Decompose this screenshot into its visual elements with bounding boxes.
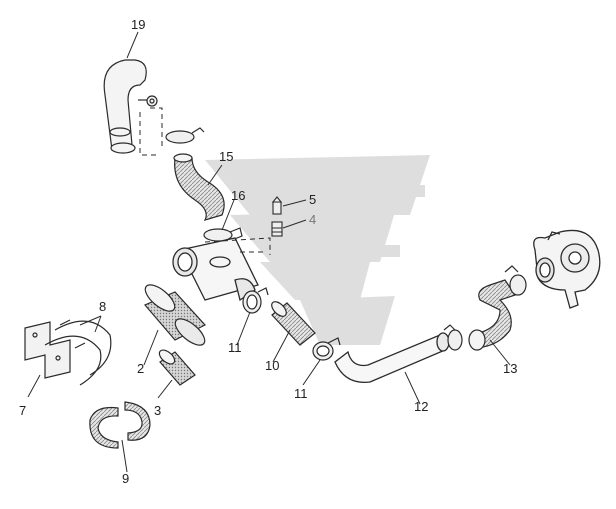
part-2-filter-element (144, 284, 206, 346)
callout-11-right: 11 (294, 386, 308, 401)
part-9-gaskets (89, 401, 151, 449)
callout-8: 8 (99, 299, 107, 314)
stylized-flag-logo-icon (205, 155, 430, 345)
hose-clamp-13-left (443, 324, 463, 351)
callout-10: 10 (265, 358, 280, 373)
part-8-strap-clamps (44, 319, 112, 386)
part-16-clamp (203, 227, 243, 242)
filter-housing (172, 237, 259, 302)
part-13-hose (468, 279, 516, 351)
hose-clamp-13-right (504, 265, 527, 296)
callout-5: 5 (309, 192, 317, 207)
part-10-hose (271, 301, 316, 346)
part-5-plug (271, 196, 283, 215)
callout-7: 7 (19, 403, 27, 418)
callout-15: 15 (219, 149, 234, 164)
part-19-elbow-pipe (103, 59, 158, 154)
callout-9: 9 (122, 471, 130, 486)
callout-4: 4 (309, 212, 317, 227)
part-15-hose (173, 153, 225, 221)
callout-16: 16 (231, 188, 246, 203)
dashed-leader-19 (139, 107, 163, 156)
part-11-clamp-right (312, 337, 341, 361)
callout-2: 2 (137, 361, 145, 376)
turbo-assembly (533, 229, 601, 309)
callout-13: 13 (503, 361, 518, 376)
part-11-clamp-left (242, 287, 269, 314)
leader-lines (27, 31, 511, 473)
part-4-fitting (271, 221, 283, 237)
callout-12: 12 (414, 399, 429, 414)
callout-19: 19 (131, 17, 146, 32)
dashed-leader-housing (204, 237, 271, 255)
callout-11-left: 11 (228, 340, 242, 355)
hose-clamp-top (165, 127, 205, 144)
part-7-bracket (24, 321, 71, 379)
part-3-inner-filter (158, 349, 196, 386)
callout-3: 3 (154, 403, 162, 418)
